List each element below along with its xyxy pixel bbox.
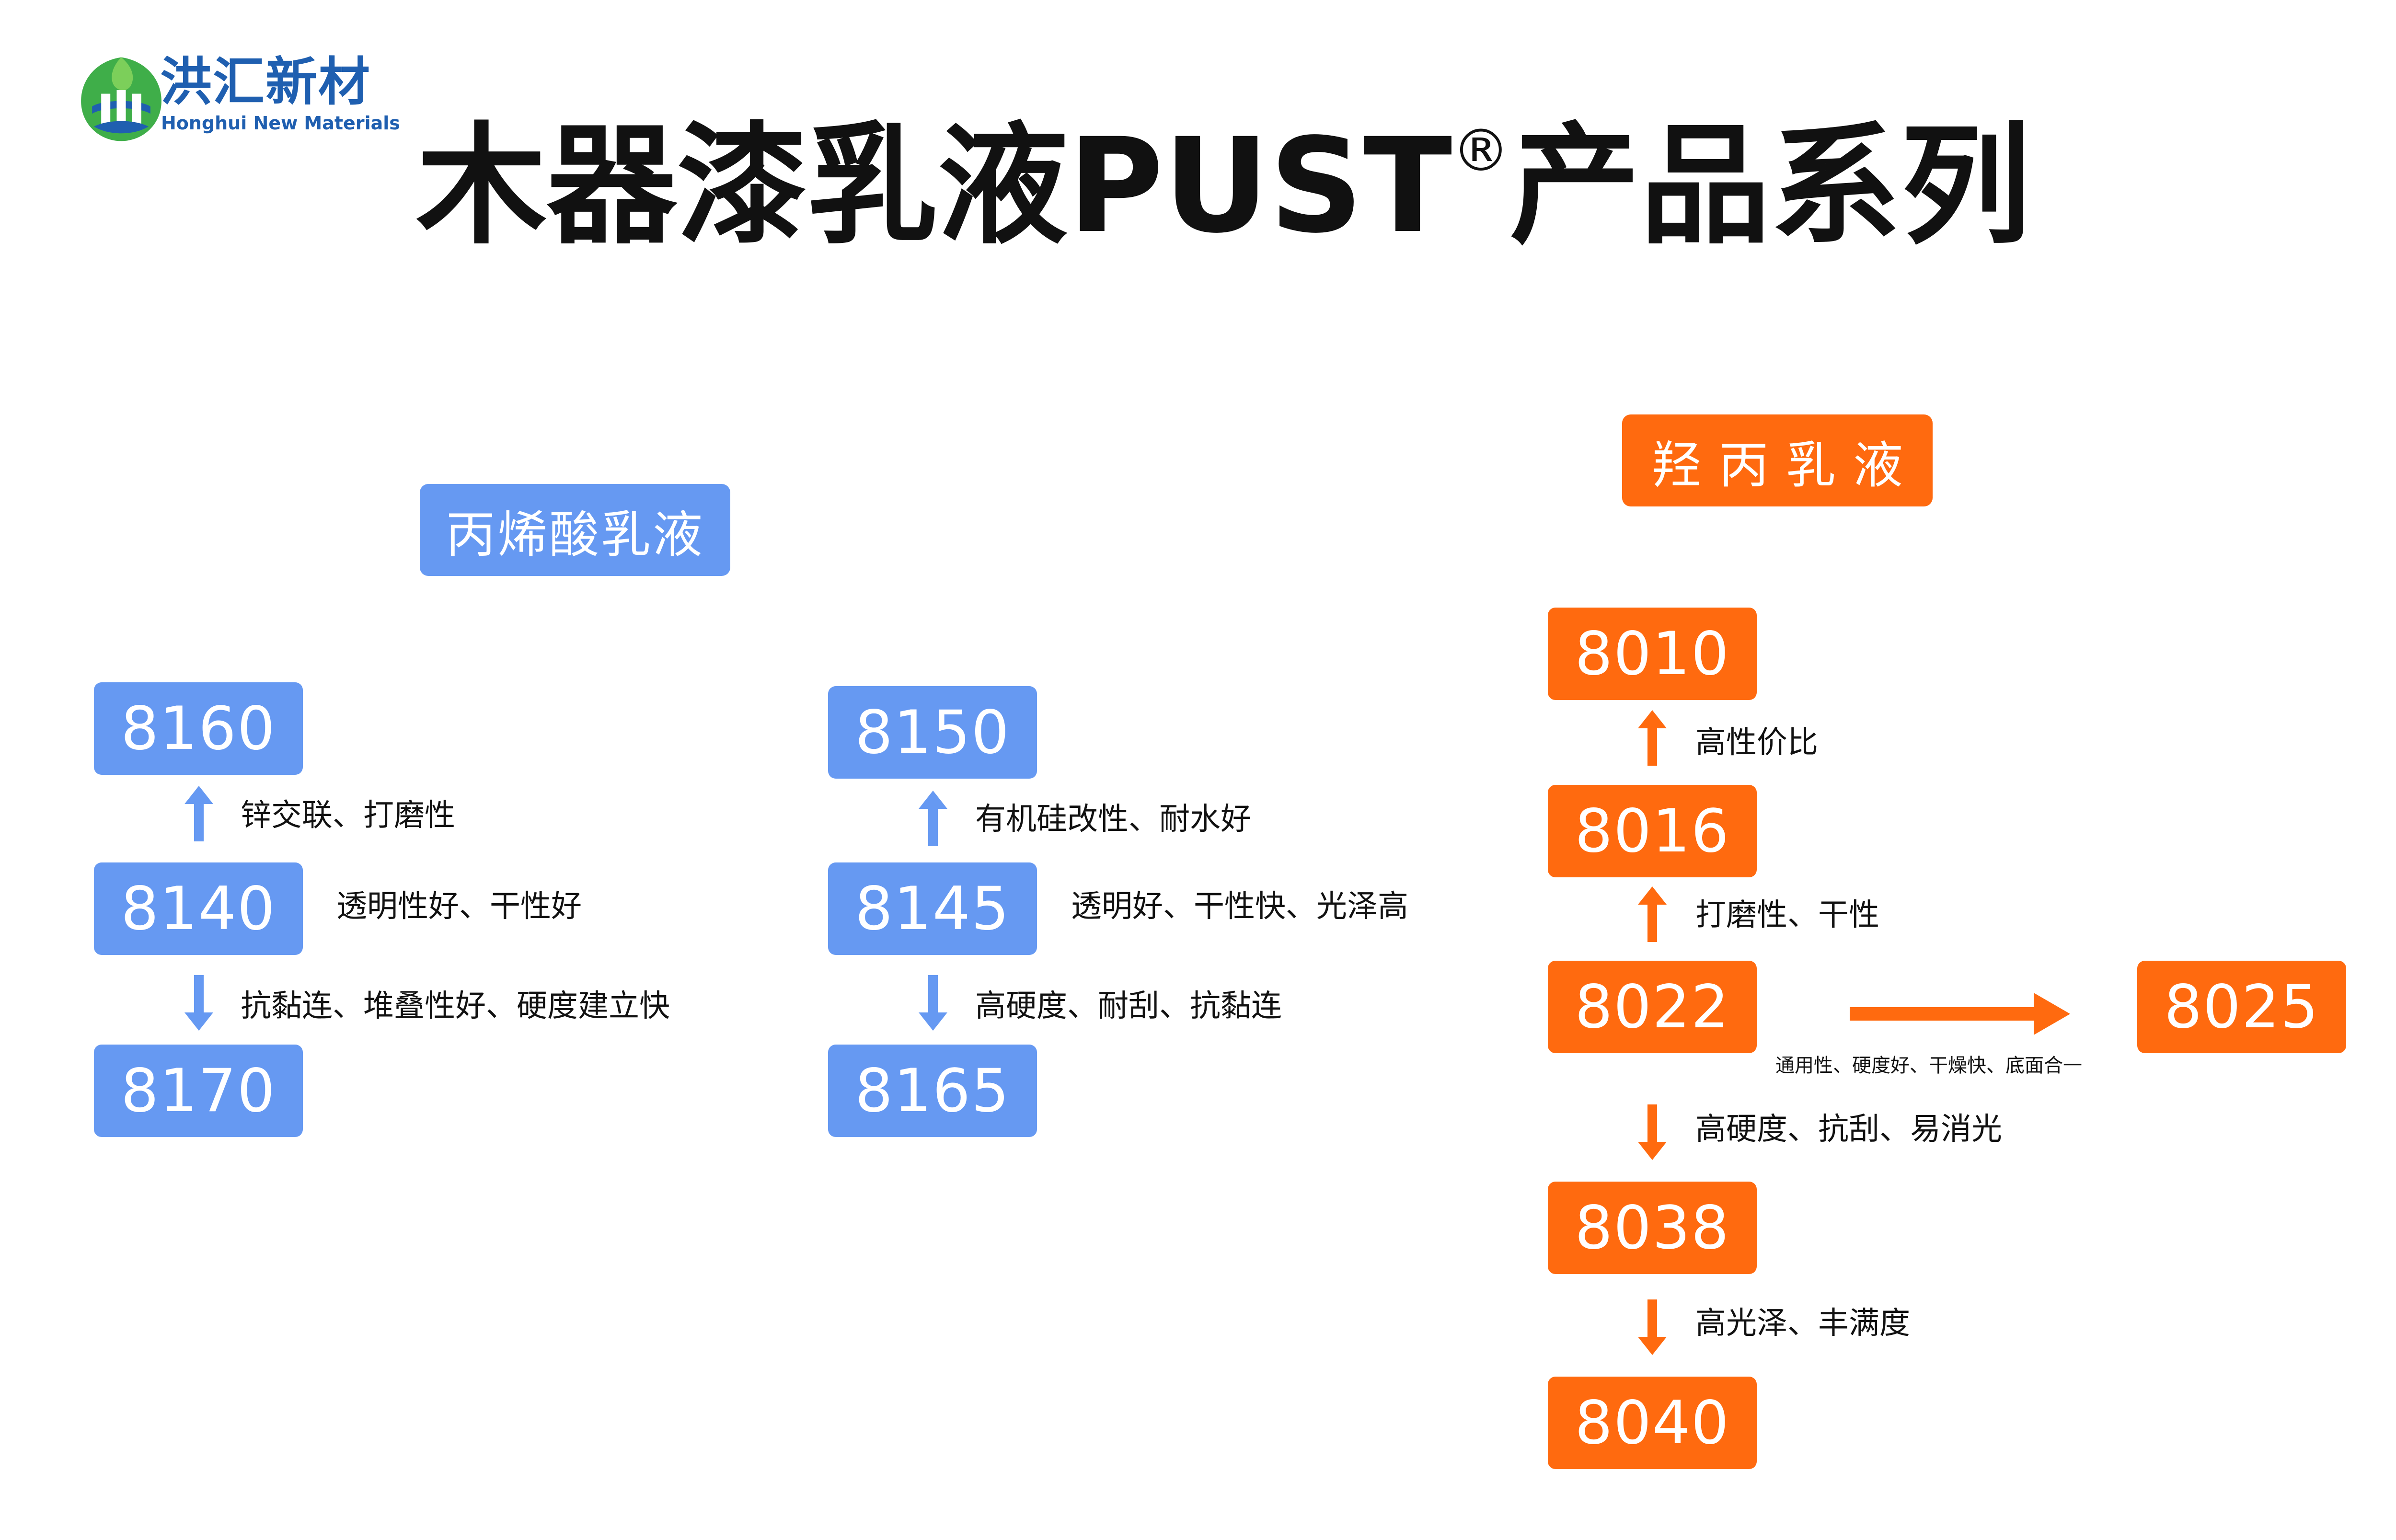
product-8165-box: 8165 [828,1045,1037,1137]
arrow-right-icon [1850,993,2070,1035]
note-8140-properties: 透明性好、干性好 [336,889,582,924]
note-8022-to-8038: 高硬度、抗刮、易消光 [1695,1112,2002,1147]
note-8022-to-8016: 打磨性、干性 [1695,897,1879,933]
arrow-down-icon [184,975,213,1031]
note-8140-to-8160: 锌交联、打磨性 [241,798,455,833]
note-8022-to-8025: 通用性、硬度好、干燥快、底面合一 [1775,1055,2082,1077]
note-8145-to-8165: 高硬度、耐刮、抗黏连 [975,988,1282,1024]
product-8150-box: 8150 [828,686,1037,779]
arrow-up-icon [919,791,947,846]
product-8010-box: 8010 [1548,608,1757,700]
product-8022-box: 8022 [1548,961,1757,1053]
product-8016-box: 8016 [1548,785,1757,877]
category-hydroxy-acrylic-label: 羟丙乳液 [1622,414,1933,506]
logo-name-cn: 洪汇新材 [160,52,371,112]
note-8140-to-8170: 抗黏连、堆叠性好、硬度建立快 [241,988,670,1024]
note-8038-to-8040: 高光泽、丰满度 [1695,1306,1910,1341]
arrow-down-icon [1638,1299,1667,1355]
product-8140-box: 8140 [94,862,303,955]
company-logo-icon [81,57,161,141]
product-8040-box: 8040 [1548,1377,1757,1469]
arrow-up-icon [184,786,213,841]
category-acrylic-label: 丙烯酸乳液 [420,484,730,576]
note-8145-properties: 透明好、干性快、光泽高 [1071,889,1408,924]
note-8145-to-8150: 有机硅改性、耐水好 [975,802,1251,837]
page-title: 木器漆乳液PUST®产品系列 [0,115,2396,258]
arrow-up-icon [1638,710,1667,766]
product-8038-box: 8038 [1548,1182,1757,1274]
note-8016-to-8010: 高性价比 [1695,725,1818,760]
arrow-up-icon [1638,886,1667,942]
title-main: 木器漆乳液PUST [416,111,1452,262]
product-8025-box: 8025 [2137,961,2346,1053]
title-suffix: 产品系列 [1509,111,2031,262]
registered-mark: ® [1452,118,1510,184]
product-8160-box: 8160 [94,682,303,775]
product-8170-box: 8170 [94,1045,303,1137]
product-8145-box: 8145 [828,862,1037,955]
logo-name-en: Honghui New Materials [161,113,400,134]
arrow-down-icon [1638,1104,1667,1160]
arrow-down-icon [919,975,947,1031]
